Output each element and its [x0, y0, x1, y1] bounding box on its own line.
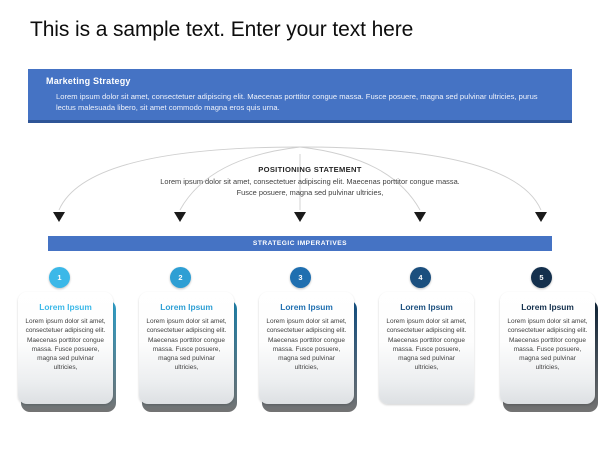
strategic-imperatives-label: STRATEGIC IMPERATIVES — [252, 240, 348, 247]
step-circle-5-number: 5 — [539, 273, 544, 282]
strategic-imperatives-bar: STRATEGIC IMPERATIVES — [48, 236, 552, 251]
page-title: This is a sample text. Enter your text h… — [30, 18, 414, 41]
banner-body-text: Lorem ipsum dolor sit amet, consectetuer… — [56, 92, 538, 112]
step-circle-3-number: 3 — [298, 273, 303, 282]
arrow-fan-diagram — [53, 146, 547, 222]
step-card-2-title: Lorem Ipsum — [160, 302, 213, 312]
positioning-statement-title: POSITIONING STATEMENT — [258, 165, 362, 174]
step-card-5[interactable]: Lorem Ipsum Lorem ipsum dolor sit amet, … — [500, 292, 595, 404]
step-circle-4-number: 4 — [418, 273, 423, 282]
step-card-1-title: Lorem Ipsum — [39, 302, 92, 312]
step-circle-1-number: 1 — [57, 273, 62, 282]
step-card-row: Lorem Ipsum Lorem ipsum dolor sit amet, … — [0, 292, 600, 422]
positioning-statement-body: Lorem ipsum dolor sit amet, consectetuer… — [160, 177, 460, 197]
step-card-5-body: Lorem ipsum dolor sit amet, consectetuer… — [507, 318, 588, 372]
step-card-4-title: Lorem Ipsum — [400, 302, 453, 312]
step-circle-3[interactable]: 3 — [290, 267, 311, 288]
step-circle-5[interactable]: 5 — [531, 267, 552, 288]
step-card-2[interactable]: Lorem Ipsum Lorem ipsum dolor sit amet, … — [139, 292, 234, 404]
step-circle-4[interactable]: 4 — [410, 267, 431, 288]
step-card-3-title: Lorem Ipsum — [280, 302, 333, 312]
step-circle-2[interactable]: 2 — [170, 267, 191, 288]
marketing-strategy-banner: Marketing Strategy Lorem ipsum dolor sit… — [28, 69, 572, 123]
step-card-1[interactable]: Lorem Ipsum Lorem ipsum dolor sit amet, … — [18, 292, 113, 404]
step-circle-1[interactable]: 1 — [49, 267, 70, 288]
step-card-4-body: Lorem ipsum dolor sit amet, consectetuer… — [386, 318, 467, 372]
step-card-5-title: Lorem Ipsum — [521, 302, 574, 312]
positioning-statement: POSITIONING STATEMENT Lorem ipsum dolor … — [150, 165, 470, 198]
step-card-4[interactable]: Lorem Ipsum Lorem ipsum dolor sit amet, … — [379, 292, 474, 404]
step-card-3-body: Lorem ipsum dolor sit amet, consectetuer… — [266, 318, 347, 372]
step-card-3[interactable]: Lorem Ipsum Lorem ipsum dolor sit amet, … — [259, 292, 354, 404]
arrow-heads — [53, 212, 547, 222]
banner-title: Marketing Strategy — [46, 76, 131, 86]
step-card-2-body: Lorem ipsum dolor sit amet, consectetuer… — [146, 318, 227, 372]
step-circle-2-number: 2 — [178, 273, 183, 282]
step-card-1-body: Lorem ipsum dolor sit amet, consectetuer… — [25, 318, 106, 372]
